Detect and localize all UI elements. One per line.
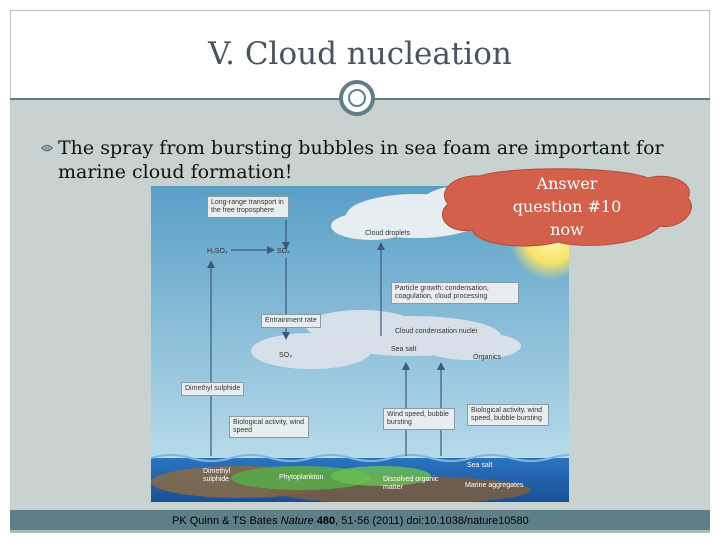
citation-authors: PK Quinn & TS Bates xyxy=(172,515,281,527)
label-wind-speed-bubble: Wind speed, bubble bursting xyxy=(383,408,455,430)
label-ccn: Cloud condensation nuclei xyxy=(395,328,478,335)
citation-journal: Nature xyxy=(280,515,314,527)
label-so4-upper: SO₄ xyxy=(277,248,290,255)
label-biological-activity-left: Biological activity, wind speed xyxy=(229,416,309,438)
label-cloud-droplets: Cloud droplets xyxy=(365,230,411,237)
citation-rest: , 51-56 (2011) doi:10.1038/nature10580 xyxy=(335,515,529,527)
footer-line xyxy=(10,530,710,533)
label-particle-growth: Particle growth: condensation, coagulati… xyxy=(391,282,519,304)
ring-ornament-icon xyxy=(339,80,375,116)
bullet-icon xyxy=(40,144,54,152)
footer-bar xyxy=(10,510,710,530)
bullet-text: The spray from bursting bubbles in sea f… xyxy=(58,137,664,183)
label-h2so4: H₂SO₄ xyxy=(207,248,228,255)
source-citation: PK Quinn & TS Bates Nature 480, 51-56 (2… xyxy=(172,515,529,527)
title-frame xyxy=(10,10,710,98)
label-sea-salt-sea: Sea salt xyxy=(467,462,493,469)
seabed-icon xyxy=(151,466,531,502)
callout-line-2: question #10 xyxy=(512,197,622,216)
label-sea-salt-air: Sea salt xyxy=(391,346,417,353)
label-marine-aggregates: Marine aggregates xyxy=(465,482,524,489)
label-dimethyl-sulphide-air: Dimethyl sulphide xyxy=(181,382,245,396)
callout-bubble xyxy=(442,168,692,247)
label-entrainment-rate: Entrainment rate xyxy=(261,314,321,328)
label-so4-lower: SO₄ xyxy=(279,352,292,359)
label-organics: Organics xyxy=(473,354,502,361)
label-dissolved-organic-matter: Dissolved organic matter xyxy=(383,476,439,491)
label-biological-activity-right: Biological activity, wind speed, bubble … xyxy=(467,404,549,426)
lower-cloud-icon xyxy=(251,310,521,369)
label-phytoplankton: Phytoplankton xyxy=(279,474,324,481)
label-dimethyl-sulphide-sea: Dimethyl sulphide xyxy=(203,468,231,483)
slide-title: V. Cloud nucleation xyxy=(208,36,512,72)
callout-line-1: Answer xyxy=(536,174,598,193)
callout-text: Answer question #10 now xyxy=(438,172,696,241)
label-long-range-transport: Long-range transport in the free troposp… xyxy=(207,196,289,218)
callout-line-3: now xyxy=(550,220,584,239)
citation-volume: 480 xyxy=(313,515,336,527)
